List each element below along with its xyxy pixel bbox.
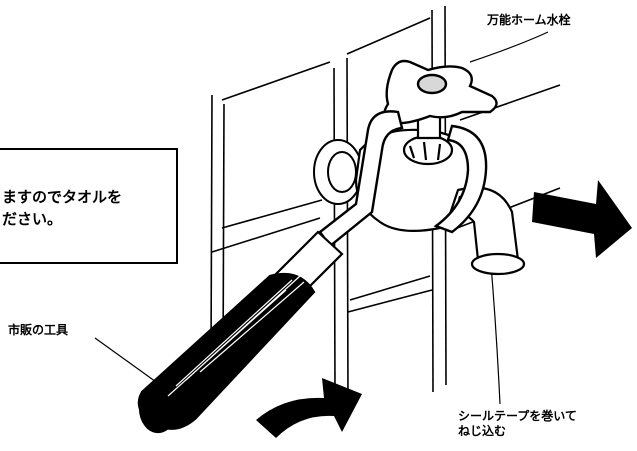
tile-line bbox=[346, 17, 431, 55]
note-line-2: ださい。 bbox=[2, 210, 63, 228]
grip-highlight bbox=[167, 275, 305, 397]
right-arrow-icon bbox=[532, 180, 632, 258]
jaw-loop bbox=[318, 110, 404, 248]
wrench-handle bbox=[137, 230, 344, 434]
grip-end bbox=[138, 382, 178, 434]
faucet-name-label: 万能ホーム水栓 bbox=[487, 13, 571, 27]
faucet-body bbox=[354, 110, 481, 233]
tool-label: 市販の工具 bbox=[8, 323, 69, 337]
nut-ridge bbox=[408, 141, 442, 161]
seal-tape-label-line1: シールテープを巻いて bbox=[458, 409, 577, 423]
curved-rotation-arrow-icon bbox=[256, 378, 362, 438]
towel-note-box: ますのでタオルを ださい。 bbox=[0, 148, 178, 264]
cross-handle bbox=[383, 59, 498, 125]
jaw-hook bbox=[433, 124, 488, 234]
wrench-jaw bbox=[318, 110, 488, 248]
tile-line bbox=[349, 275, 431, 301]
tile-line bbox=[459, 84, 561, 121]
tile-line bbox=[221, 61, 331, 101]
tile-line bbox=[347, 289, 433, 313]
tile-line bbox=[221, 199, 323, 229]
spout-tip bbox=[470, 252, 526, 276]
faucet-flange bbox=[313, 139, 363, 205]
note-line-1: ますのでタオルを bbox=[2, 188, 123, 206]
tile-line bbox=[210, 94, 213, 361]
tile-line bbox=[211, 217, 321, 253]
faucet-leader bbox=[469, 31, 549, 63]
handle-cap bbox=[416, 73, 448, 95]
flange-inner bbox=[327, 151, 357, 193]
seal-tape-label-line2: ねじ込む bbox=[458, 424, 507, 438]
